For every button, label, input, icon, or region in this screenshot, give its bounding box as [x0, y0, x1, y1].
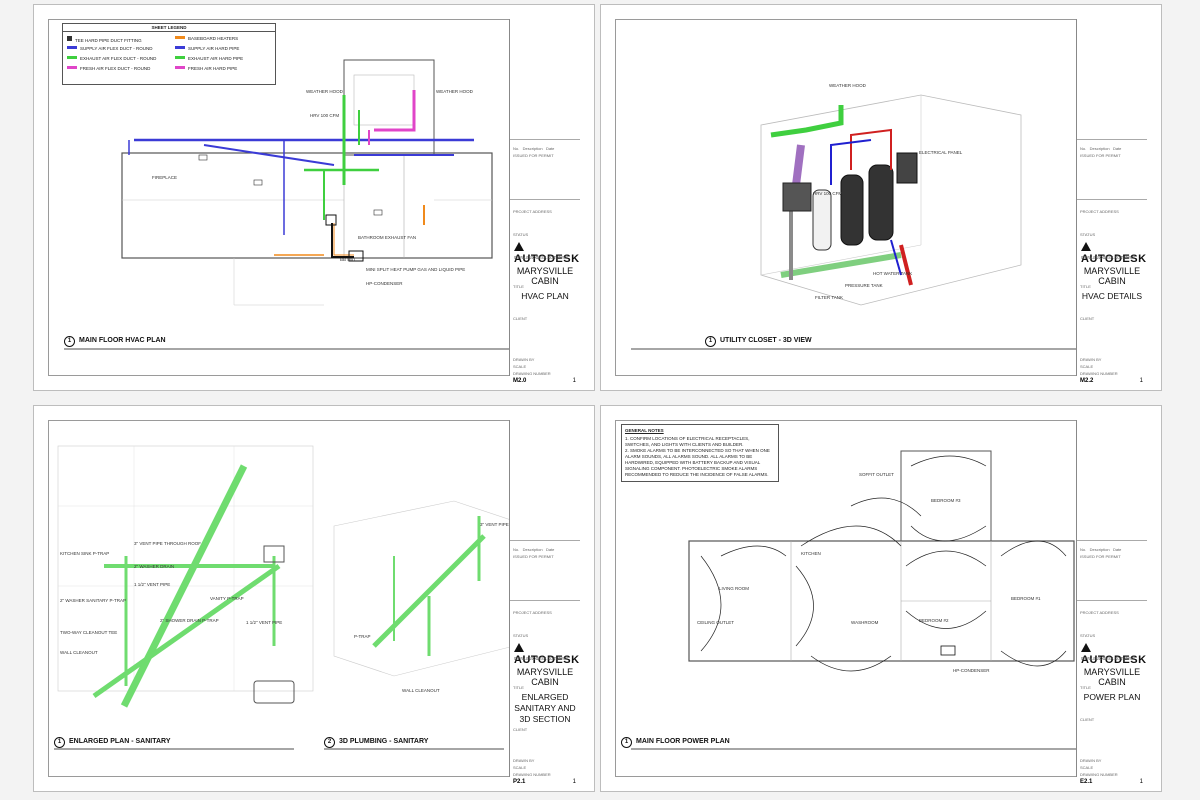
sanitary-drawing [54, 445, 515, 750]
legend-title: SHEET LEGEND [63, 24, 275, 32]
drawing-label: VANITY P-TRAP [210, 596, 244, 601]
legend-item: SUPPLY AIR FLEX DUCT - ROUND [67, 46, 153, 51]
project-name: MARYSVILLE CABIN [516, 667, 574, 687]
drawing-label: HP-CONDENSER [953, 668, 990, 673]
drawing-label: HRV 100 CFM [310, 113, 340, 118]
legend-item: TEE HARD PIPE DUCT FITTING [67, 36, 142, 43]
sheet-hvac-plan[interactable]: SHEET LEGEND TEE HARD PIPE DUCT FITTING … [33, 4, 595, 391]
title-block: No. Description Date ISSUED FOR PERMIT P… [509, 19, 580, 384]
autodesk-logo: AUTODESK [1081, 241, 1146, 265]
drawing-label: BATHROOM EXHAUST FAN [358, 235, 417, 240]
drawing-label: MINI SPLIT HEAT PUMP GAS AND LIQUID PIPE [366, 267, 466, 272]
sheet-hvac-details[interactable]: WEATHER HOOD HRV 100 CFM ELECTRICAL PANE… [600, 4, 1162, 391]
autodesk-logo: AUTODESK [514, 642, 579, 666]
utility-closet-3d-drawing [631, 94, 1091, 350]
drawing-label: FILTER TANK [815, 295, 844, 300]
legend-item: SUPPLY AIR HARD PIPE [175, 46, 239, 51]
legend-item: EXHAUST AIR FLEX DUCT - ROUND [67, 56, 156, 61]
drawing-label: P-TRAP [354, 634, 371, 639]
project-name: MARYSVILLE CABIN [1083, 667, 1141, 687]
drawing-label: 1 1/2" VENT PIPE [246, 620, 283, 625]
drawing-number: E2.1 [1080, 779, 1093, 785]
sheet-power-plan[interactable]: GENERAL NOTES 1. CONFIRM LOCATIONS OF EL… [600, 405, 1162, 792]
general-notes: GENERAL NOTES 1. CONFIRM LOCATIONS OF EL… [621, 424, 779, 482]
autodesk-logo: AUTODESK [514, 241, 579, 265]
autodesk-logo: AUTODESK [1081, 642, 1146, 666]
drawing-label: WASHROOM [851, 620, 879, 625]
sheet-title: ENLARGED SANITARY AND 3D SECTION [514, 692, 576, 724]
drawing-label: 2" WASHER SANITARY P-TRAP [60, 598, 126, 603]
drawing-label: KITCHEN [801, 551, 821, 556]
drawing-label: PRESSURE TANK [845, 283, 883, 288]
legend-item: BASEBOARD HEATERS [175, 36, 238, 41]
title-block: No. Description Date ISSUED FOR PERMIT P… [509, 420, 580, 785]
legend-item: FRESH AIR HARD PIPE [175, 66, 237, 71]
drawing-label: LIVING ROOM [719, 586, 750, 591]
drawing-label: CEILING OUTLET [697, 620, 735, 625]
title-block: No. Description Date ISSUED FOR PERMIT P… [1076, 420, 1147, 785]
sheet-sanitary[interactable]: KITCHEN SINK P-TRAP 2" WASHER SANITARY P… [33, 405, 595, 792]
drawing-label: WEATHER HOOD [436, 89, 473, 94]
drawing-label: 3" VENT PIPE THROUGH ROOF [134, 541, 201, 546]
title-block: No. Description Date ISSUED FOR PERMIT P… [1076, 19, 1147, 384]
drawing-label: SOFFIT OUTLET [859, 472, 894, 477]
drawing-label: WALL CLEANOUT [402, 688, 440, 693]
hvac-plan-drawing [64, 59, 524, 350]
project-name: MARYSVILLE CABIN [1083, 266, 1141, 286]
project-name: MARYSVILLE CABIN [516, 266, 574, 286]
drawing-label: BB 500 [340, 257, 355, 262]
drawing-label: WEATHER HOOD [829, 83, 866, 88]
drawing-label: HRV 100 CFM [813, 191, 843, 196]
drawing-label: 1 1/2" VENT PIPE [134, 582, 171, 587]
drawing-label: HOT WATER TANK [873, 271, 913, 276]
drawing-number: M2.2 [1080, 378, 1094, 384]
drawing-label: BEDROOM #3 [931, 498, 961, 503]
sheet-title: POWER PLAN [1083, 692, 1141, 702]
sheet-legend: SHEET LEGEND TEE HARD PIPE DUCT FITTING … [62, 23, 276, 85]
drawing-label: BEDROOM #2 [919, 618, 949, 623]
drawing-label: 2" SHOWER DRAIN P-TRAP [160, 618, 219, 623]
drawing-number: M2.0 [513, 378, 527, 384]
drawing-label: HP-CONDENSER [366, 281, 403, 286]
drawing-number: P2.1 [513, 779, 526, 785]
drawing-label: FIREPLACE [152, 175, 178, 180]
drawing-label: 2" WASHER DRAIN [134, 564, 175, 569]
sheet-title: HVAC PLAN [521, 291, 569, 301]
drawing-label: BEDROOM #1 [1011, 596, 1041, 601]
legend-item: EXHAUST AIR HARD PIPE [175, 56, 243, 61]
drawing-label: TWO-WAY CLEANOUT TEE [60, 630, 118, 635]
drawing-label: WEATHER HOOD [306, 89, 343, 94]
power-plan-drawing [631, 450, 1081, 750]
drawing-label: KITCHEN SINK P-TRAP [60, 551, 110, 556]
drawing-label: ELECTRICAL PANEL [919, 150, 963, 155]
sheet-title: HVAC DETAILS [1081, 291, 1143, 301]
legend-item: FRESH AIR FLEX DUCT - ROUND [67, 66, 150, 71]
drawing-label: WALL CLEANOUT [60, 650, 98, 655]
